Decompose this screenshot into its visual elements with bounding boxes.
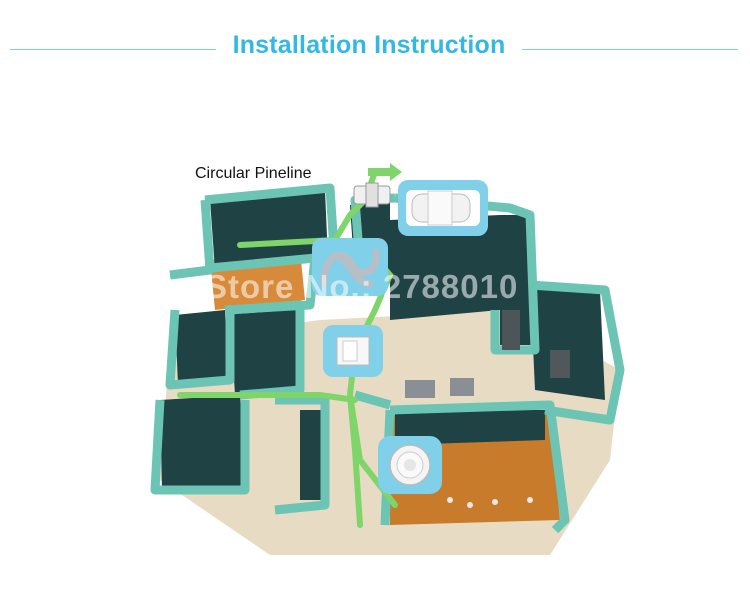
flexible-duct-icon: [312, 238, 388, 296]
y-connector-icon: [323, 325, 383, 377]
ceiling-vent-icon: [378, 436, 442, 494]
inline-duct-fan-icon: [353, 182, 391, 208]
airflow-arrow-icon: [368, 163, 402, 181]
page-title: Installation Instruction: [232, 31, 506, 59]
house-floorplan-illustration: [150, 163, 625, 555]
duct-fan-callout: [398, 180, 488, 236]
title-rule-left: [10, 49, 216, 50]
pipeline-label: Circular Pineline: [195, 165, 312, 182]
store-watermark: Store No.: 2788010: [205, 268, 519, 305]
title-rule-right: [522, 49, 738, 50]
